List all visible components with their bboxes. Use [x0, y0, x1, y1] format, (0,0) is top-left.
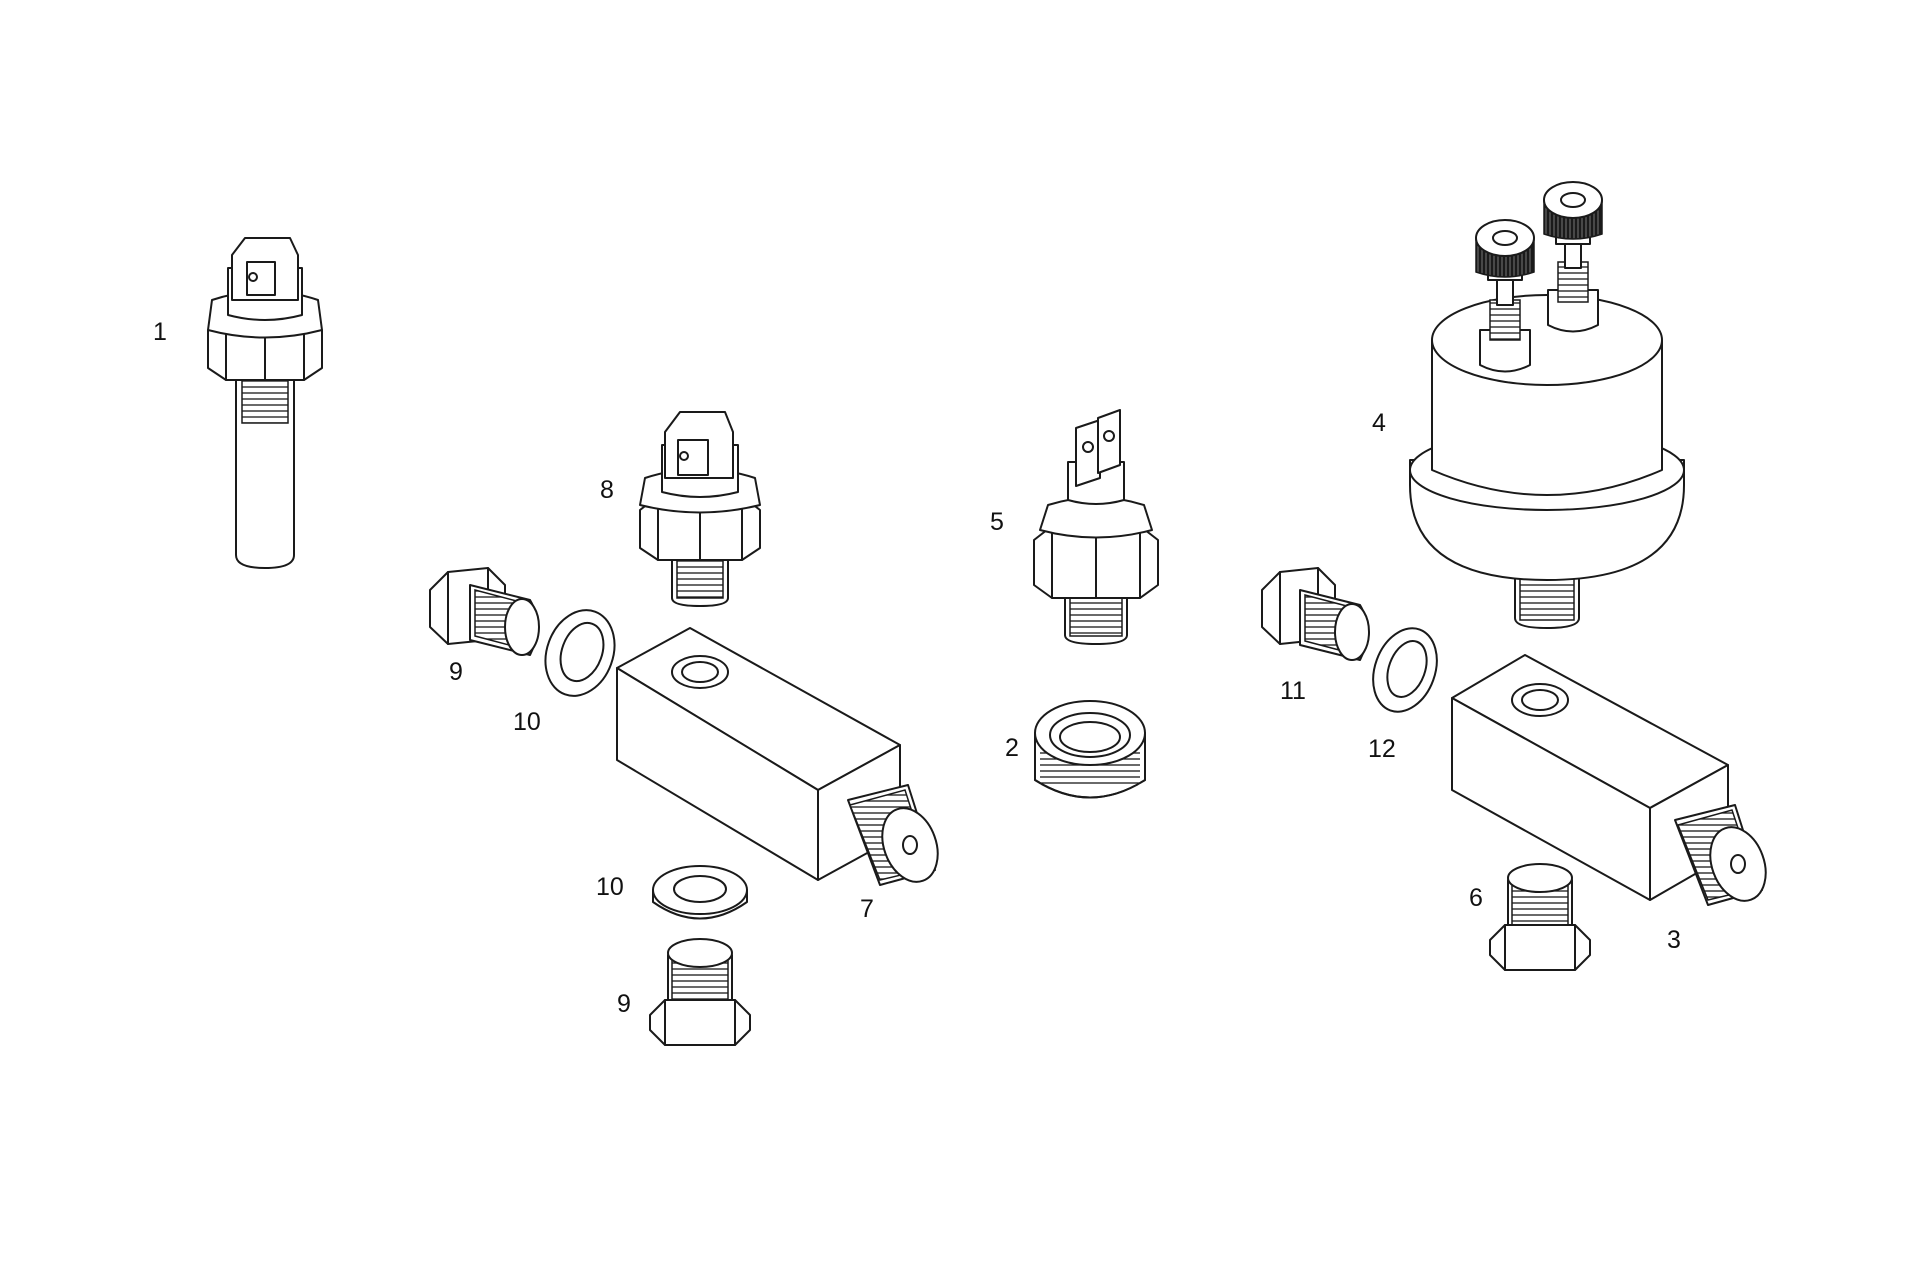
callout-10-lower: 10	[596, 873, 624, 901]
part-4-gauge-sender	[1409, 181, 1685, 629]
callout-3: 3	[1667, 926, 1681, 954]
callout-11: 11	[1280, 677, 1306, 705]
callout-1: 1	[153, 318, 167, 346]
callout-5: 5	[990, 508, 1004, 536]
callout-7: 7	[860, 895, 874, 923]
part-1-temperature-sender	[207, 237, 323, 569]
callout-10-upper: 10	[513, 708, 541, 736]
callout-4: 4	[1372, 409, 1386, 437]
part-12-washer	[1372, 627, 1438, 713]
part-2-reducer-bushing	[1034, 700, 1146, 799]
callout-12: 12	[1368, 735, 1396, 763]
part-11-plug	[1261, 567, 1370, 661]
part-9-plug-upper	[429, 567, 540, 656]
callout-6: 6	[1469, 884, 1483, 912]
part-10-washer-upper	[544, 609, 616, 697]
part-10-washer-lower	[652, 865, 748, 920]
callout-labels: 1 2 3 4 5 6 7 8 9 9 10 10 11 12	[153, 318, 1681, 1018]
part-5-pressure-sender	[1033, 409, 1159, 645]
part-6-plug	[1489, 863, 1591, 971]
callout-8: 8	[600, 476, 614, 504]
callout-9-upper: 9	[449, 658, 463, 686]
part-9-plug-lower	[649, 938, 751, 1046]
callout-9-lower: 9	[617, 990, 631, 1018]
part-7-adapter-block	[616, 627, 939, 886]
part-8-pressure-switch	[639, 411, 761, 607]
part-3-adapter-block	[1451, 654, 1767, 906]
callout-2: 2	[1005, 734, 1019, 762]
